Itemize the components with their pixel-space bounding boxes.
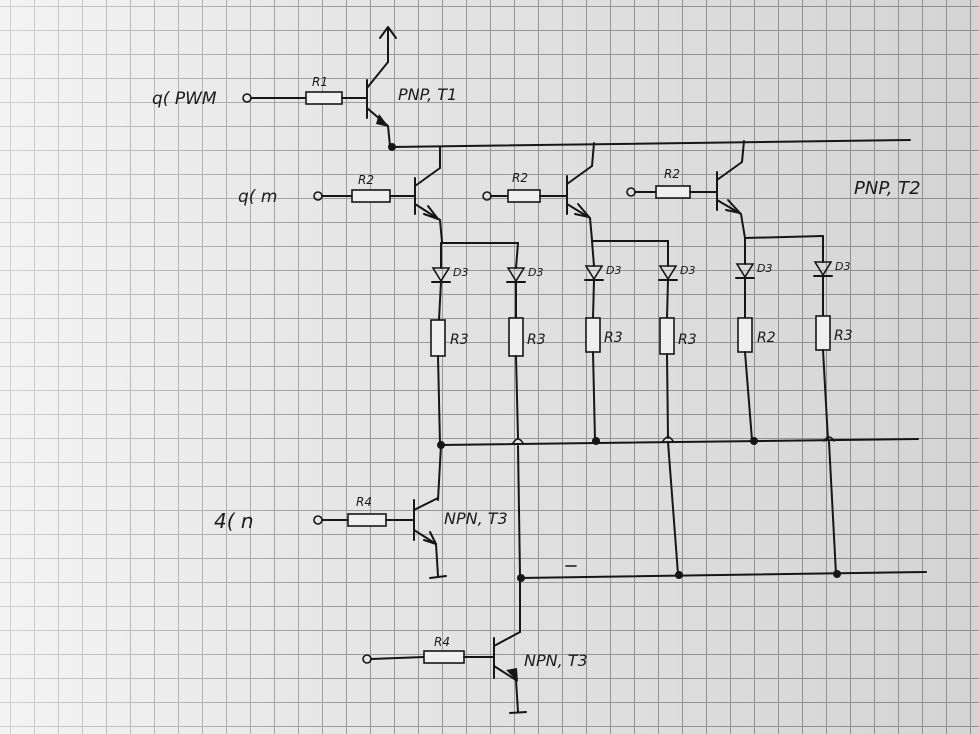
transistor-t2-a xyxy=(414,146,443,243)
led-column-6 xyxy=(813,235,833,441)
label-r2-b: R2 xyxy=(512,171,528,185)
input-terminal-lower xyxy=(362,654,425,664)
input-terminal-c xyxy=(626,187,657,197)
transistor-t1-pnp xyxy=(366,61,391,147)
label-r4-b: R4 xyxy=(434,635,450,649)
label-pnp-t1: PNP, T1 xyxy=(398,85,457,104)
bus-bottom xyxy=(519,571,927,579)
label-led-5: D3 xyxy=(757,262,772,275)
input-pwm-terminal xyxy=(242,93,307,103)
resistor-r2-b xyxy=(507,189,567,203)
led-column-4 xyxy=(658,240,678,439)
node-bottom-4 xyxy=(675,571,683,579)
resistor-r1 xyxy=(305,91,367,105)
split-c xyxy=(744,235,824,239)
label-r2-a: R2 xyxy=(358,173,374,187)
label-r3-3: R3 xyxy=(604,330,623,346)
resistor-r2-c xyxy=(655,185,717,199)
supply-arrow xyxy=(379,26,397,63)
input-m-terminal xyxy=(313,191,353,201)
label-r3-1: R3 xyxy=(450,332,469,348)
led-column-1 xyxy=(430,242,451,445)
wire-col2-down xyxy=(517,445,521,576)
label-pnp-t2: PNP, T2 xyxy=(854,178,921,199)
label-led-1: D3 xyxy=(453,266,468,279)
transistor-t3-b xyxy=(493,579,521,713)
wire-col4-down xyxy=(667,441,679,575)
led-column-2 xyxy=(506,242,526,439)
label-r2-c: R2 xyxy=(664,167,680,181)
label-npn-t3-a: NPN, T3 xyxy=(444,509,508,528)
transistor-t2-c xyxy=(716,140,746,239)
led-column-5 xyxy=(735,237,755,441)
transistor-t2-b xyxy=(566,142,595,241)
label-input-n: 4( n xyxy=(214,509,254,533)
label-led-4: D3 xyxy=(680,264,695,277)
input-n-terminal xyxy=(313,515,349,525)
label-r4-a: R4 xyxy=(356,495,372,509)
label-input-m: q( m xyxy=(238,187,277,207)
wire-to-t3a xyxy=(437,444,442,501)
label-npn-t3-b: NPN, T3 xyxy=(524,651,588,670)
label-r3-2: R3 xyxy=(527,332,546,348)
transistor-t3-a xyxy=(413,497,439,577)
node-bottom-6 xyxy=(833,570,841,578)
rail-top xyxy=(391,139,911,148)
label-r3-4: R3 xyxy=(678,332,697,348)
label-r3-5: R2 xyxy=(757,330,776,346)
resistor-r4-a xyxy=(347,513,414,527)
crossover-2 xyxy=(512,438,524,444)
resistor-r2-a xyxy=(351,189,415,203)
ground-a xyxy=(429,575,447,579)
label-r3-6: R3 xyxy=(834,328,853,344)
resistor-r4-b xyxy=(423,650,494,664)
input-terminal-b xyxy=(482,191,509,201)
label-r1: R1 xyxy=(312,75,328,89)
node-bus-5 xyxy=(750,437,758,445)
label-led-3: D3 xyxy=(606,264,621,277)
node-bus-3 xyxy=(592,437,600,445)
ground-b xyxy=(509,711,527,714)
bus-middle xyxy=(439,438,919,446)
crossover-4 xyxy=(662,436,674,442)
led-column-3 xyxy=(584,240,604,441)
label-input-pwm: q( PWM xyxy=(152,89,217,109)
crossover-6 xyxy=(823,436,835,442)
label-led-2: D3 xyxy=(528,266,543,279)
wire-col6-down xyxy=(828,441,837,575)
label-led-6: D3 xyxy=(835,260,850,273)
